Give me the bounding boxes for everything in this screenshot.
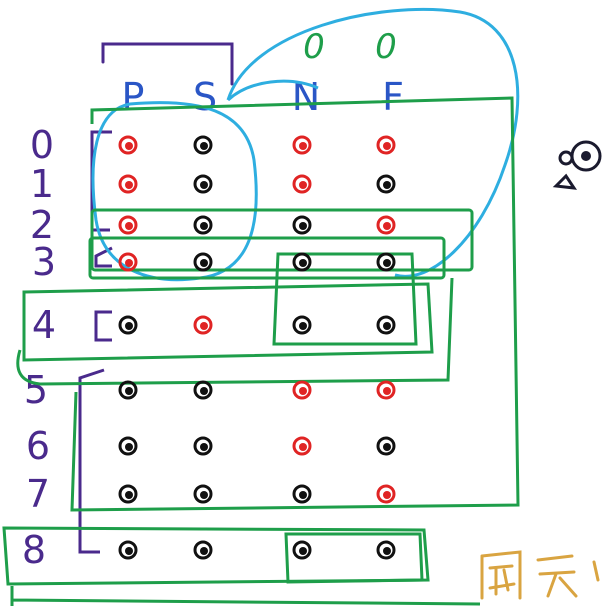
dot-grid [118,135,396,560]
dot-row-5-col-s [193,380,213,400]
green-box-row-3 [88,236,446,280]
annotation-zero-over-n: 0 [303,27,325,67]
dot-row-4-col-n [292,315,312,335]
eye-hand-sketch-icon [552,140,602,190]
purple-top-bracket [101,42,234,86]
dot-row-7-col-p [118,484,138,504]
dot-row-5-col-n [292,380,312,400]
dot-row-1-col-n [292,174,312,194]
annotation-zero-over-f: 0 [375,27,397,67]
dot-row-6-col-n [292,436,312,456]
purple-bracket-row-3 [94,246,113,268]
dot-row-8-col-n [292,540,312,560]
dot-row-0-col-n [292,135,312,155]
row-label-8: 8 [22,528,46,572]
dot-row-8-col-p [118,540,138,560]
dot-row-1-col-s [193,174,213,194]
dot-row-4-col-s [193,315,213,335]
dot-row-7-col-s [193,484,213,504]
row-label-4: 4 [32,303,56,347]
dot-row-2-col-n [292,215,312,235]
handwritten-glyph-scribble-icon [480,550,600,600]
dot-row-3-col-p [118,252,138,272]
dot-row-1-col-f [376,174,396,194]
column-header-s: S [193,75,217,119]
green-box-row-8 [2,526,430,586]
dot-row-4-col-p [118,315,138,335]
dot-row-8-col-f [376,540,396,560]
dot-row-3-col-s [193,252,213,272]
dot-row-0-col-p [118,135,138,155]
purple-bracket-rows-5-8 [78,368,105,554]
green-box-row-4-extended [16,277,454,386]
dot-row-2-col-s [193,215,213,235]
purple-bracket-row-4 [94,310,112,342]
dot-row-7-col-n [292,484,312,504]
green-box-nf-rows-3-4 [272,252,418,346]
green-box-row-8-nf [284,532,424,584]
dot-row-3-col-n [292,252,312,272]
dot-row-4-col-f [376,315,396,335]
dot-row-2-col-p [118,215,138,235]
dot-row-1-col-p [118,174,138,194]
column-headers: P S N F [122,75,404,119]
column-header-f: F [382,75,404,119]
dot-row-6-col-s [193,436,213,456]
green-line-bottom [10,586,481,606]
green-box-row-4 [22,282,434,362]
green-box-rows-2-3 [90,208,474,272]
cyan-loop-large [226,8,520,278]
dot-row-6-col-f [376,436,396,456]
dot-row-6-col-p [118,436,138,456]
green-box-rows-0-7 [70,96,520,512]
column-header-p: P [122,75,145,119]
dot-row-5-col-p [118,380,138,400]
row-label-1: 1 [30,162,54,206]
row-label-7: 7 [26,472,50,516]
row-label-3: 3 [32,240,56,284]
dot-row-0-col-f [376,135,396,155]
dot-row-2-col-f [376,215,396,235]
row-label-2: 2 [30,203,54,247]
row-label-5: 5 [24,368,48,412]
row-label-6: 6 [26,424,50,468]
dot-row-8-col-s [193,540,213,560]
row-label-0: 0 [30,123,54,167]
cyan-loop-ps-rows-0-3 [91,101,258,282]
dot-row-0-col-s [193,135,213,155]
cyan-loop-tail [226,79,319,102]
dot-row-5-col-f [376,380,396,400]
dot-row-7-col-f [376,484,396,504]
dot-row-3-col-f [376,252,396,272]
